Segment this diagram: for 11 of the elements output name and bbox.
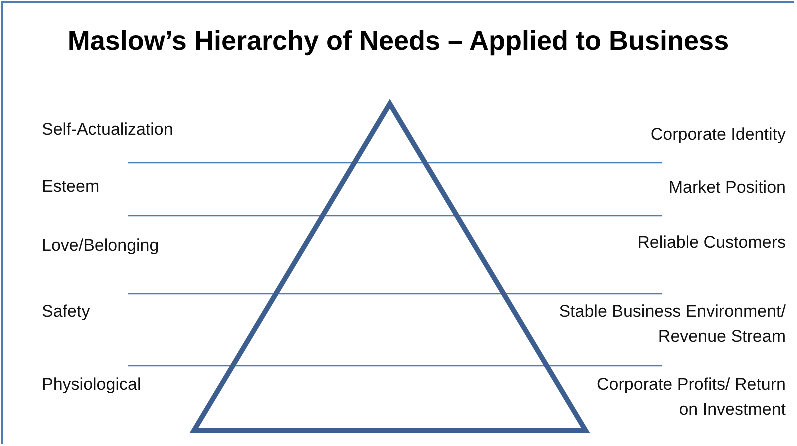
business-need-label: Corporate Profits/ Return on Investment [596,374,786,421]
business-need-label: Stable Business Environment/ Revenue Stream [558,301,786,348]
need-level-label: Esteem [42,176,100,198]
title: Maslow’s Hierarchy of Needs – Applied to Business [66,26,730,57]
need-level-label: Safety [42,301,90,323]
business-need-label: Market Position [668,177,786,199]
need-level-label: Love/Belonging [42,235,160,257]
business-need-label: Reliable Customers [636,232,786,254]
need-level-label: Self-Actualization [42,119,174,141]
need-level-label: Physiological [42,374,142,396]
business-need-label: Corporate Identity [650,124,786,146]
